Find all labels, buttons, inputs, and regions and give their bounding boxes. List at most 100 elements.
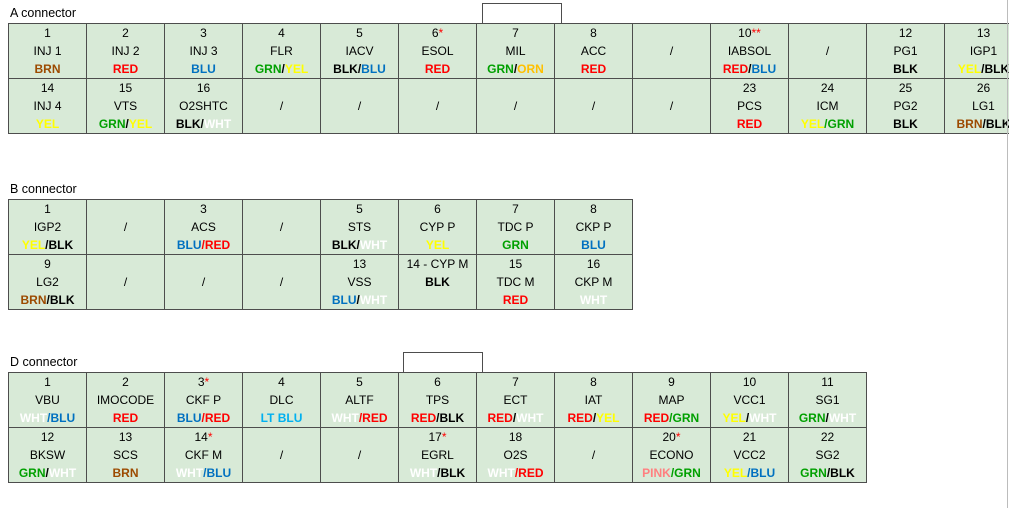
pin-number: 25 — [898, 81, 913, 95]
pin-number-line: 1 — [10, 201, 86, 219]
wire-color-segment: LT BLU — [260, 411, 303, 425]
wire-color-segment: / — [592, 411, 597, 425]
pin-number-line: 10** — [712, 25, 788, 43]
wire-color-segment: / — [356, 238, 360, 252]
wire-color-segment: BLU — [176, 238, 202, 252]
pin-number-line: 12 — [868, 25, 944, 43]
pin-number-line: 1 — [10, 25, 86, 43]
pin-signal-name: TDC P — [497, 220, 534, 234]
pin-number: 2 — [122, 26, 129, 40]
wire-color-code: RED/BLK — [400, 409, 476, 427]
wire-color-segment: /RED — [358, 411, 388, 425]
pin-number-line: 14* — [166, 429, 242, 447]
unused-pin-mark: / — [357, 448, 362, 462]
wire-color-code: BRN — [10, 60, 86, 78]
pin-number-line: 3* — [166, 374, 242, 392]
wire-color-segment: WHT — [175, 466, 204, 480]
wire-color-segment: ORN — [517, 62, 544, 76]
pin-number: 3 — [197, 375, 205, 389]
wire-color-code: GRN/YEL — [244, 60, 320, 78]
wire-color-segment: /GRN — [824, 117, 855, 131]
pin-number: 4 — [278, 26, 285, 40]
pin-number: 22 — [820, 430, 835, 444]
pin-signal-name: IGP2 — [33, 220, 62, 234]
unused-pin-mark: / — [279, 99, 284, 113]
wire-color-segment: /RED — [201, 411, 231, 425]
wire-color-segment: GRN — [98, 117, 126, 131]
pin-number: 15 — [118, 81, 133, 95]
pin-number-line: 16 — [166, 80, 242, 98]
pin-signal-name: PCS — [737, 99, 762, 113]
wire-color-segment: GRN — [487, 62, 514, 76]
wire-color-segment: BRN — [956, 117, 983, 131]
pin-number-line: 7 — [478, 374, 554, 392]
pin-number-line: 14 — [10, 80, 86, 98]
pin-signal-name: STS — [347, 220, 372, 234]
wire-color-segment: WHT — [828, 411, 857, 425]
wire-color-segment: YEL — [284, 62, 309, 76]
pin-number-line: 9 — [634, 374, 710, 392]
pin-number: 26 — [976, 81, 991, 95]
pin-signal-name: VTS — [113, 99, 138, 113]
wire-color-segment: / — [512, 411, 517, 425]
connector-b-title: B connector — [10, 182, 77, 196]
wire-color-segment: /BLK — [46, 293, 75, 307]
wire-color-segment: /RED — [514, 466, 544, 480]
pin-number: 12 — [898, 26, 913, 40]
wire-color-segment: RED — [567, 411, 593, 425]
unused-pin-cell: / — [242, 254, 321, 310]
pin-signal-name: VBU — [35, 393, 60, 407]
wire-color-segment: / — [513, 62, 518, 76]
pin-signal-name: IMOCODE — [96, 393, 155, 407]
wire-color-segment: /RED — [201, 238, 231, 252]
pin-signal-name: IACV — [345, 44, 374, 58]
unused-pin-mark: / — [513, 99, 518, 113]
connector-a-title: A connector — [10, 6, 77, 20]
wire-color-code — [400, 291, 476, 309]
wire-color-segment: WHT — [331, 411, 359, 425]
pin-signal-name: TDC M — [496, 275, 535, 289]
wire-color-segment: BLU — [176, 411, 202, 425]
pin-number: 8 — [590, 26, 597, 40]
wire-color-code: RED/BLU — [712, 60, 788, 78]
pin-signal-name: CYP P — [419, 220, 456, 234]
pin-signal-name: INJ 2 — [111, 44, 140, 58]
pin-number-line: 15 — [88, 80, 164, 98]
pin-number: 24 — [820, 81, 835, 95]
wire-color-code: BLK — [868, 60, 944, 78]
pin-number: 17 — [428, 430, 442, 444]
wire-color-segment: /GRN — [670, 466, 701, 480]
unused-pin-mark: / — [435, 99, 440, 113]
pin-signal-name: IGP1 — [969, 44, 998, 58]
pin-note-star: * — [438, 26, 444, 40]
pin-number: 7 — [512, 202, 519, 216]
pin-signal-name: TPS — [425, 393, 450, 407]
pin-signal-name: BLK — [425, 275, 450, 289]
pin-number: 5 — [356, 26, 363, 40]
wire-color-segment: RED — [112, 411, 139, 425]
wire-color-segment: YEL — [128, 117, 153, 131]
unused-pin-mark: / — [201, 275, 206, 289]
pin-signal-name: IAT — [584, 393, 603, 407]
pin-number: 14 - CYP M — [406, 257, 469, 271]
wire-color-segment: BLK — [331, 238, 357, 252]
wire-color-segment: BLK — [175, 117, 201, 131]
wire-color-segment: YEL — [21, 238, 46, 252]
pin-number: 14 — [194, 430, 208, 444]
pin-number-line: 4 — [244, 25, 320, 43]
wire-color-code: YEL/BLU — [712, 464, 788, 482]
wire-color-code: GRN/ORN — [478, 60, 554, 78]
unused-pin-mark: / — [357, 99, 362, 113]
wire-color-segment: YEL — [800, 117, 825, 131]
pin-signal-name: VSS — [347, 275, 372, 289]
